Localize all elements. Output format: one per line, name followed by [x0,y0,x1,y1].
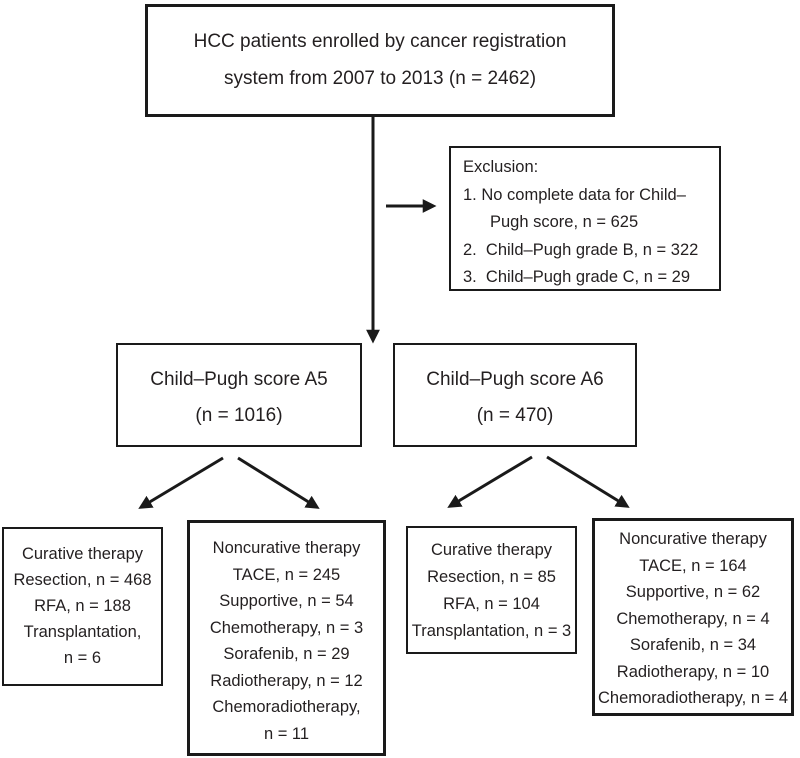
noncurative-a5-item: Radiotherapy, n = 12 [210,671,363,690]
enrollment-line: system from 2007 to 2013 (n = 2462) [223,68,537,90]
curative-a6-title: Curative therapy [430,541,553,559]
curative-a6-item: Resection, n = 85 [427,568,556,586]
curative-a5-item: Transplantation, [23,623,142,641]
curative-a5-item: Resection, n = 468 [13,571,152,589]
exclusion-item: 1. No complete data for Child– [463,185,686,204]
exclusion-item: 2. Child–Pugh grade B, n = 322 [463,240,699,259]
noncurative-a6-item: Chemotherapy, n = 4 [616,609,770,628]
exclusion-title: Exclusion: [463,158,539,176]
curative-a5-box: Curative therapy Resection, n = 468 RFA,… [2,527,163,686]
arrow-a6-to-noncurative [546,455,630,508]
curative-a6-box: Curative therapy Resection, n = 85 RFA, … [406,526,577,654]
child-pugh-a6-label: Child–Pugh score A6 [426,369,604,390]
arrow-a5-to-curative [138,456,224,509]
exclusion-item-continuation: Pugh score, n = 625 [490,213,639,231]
noncurative-a5-item: Chemoradiotherapy, [212,698,361,716]
curative-a6-item: Transplantation, n = 3 [411,622,572,640]
noncurative-a5-item: TACE, n = 245 [232,565,341,584]
child-pugh-a6-count: (n = 470) [476,405,554,426]
noncurative-a6-title: Noncurative therapy [619,530,767,548]
child-pugh-a6-box: Child–Pugh score A6 (n = 470) [393,343,637,447]
exclusion-item: 3. Child–Pugh grade C, n = 29 [463,268,691,286]
noncurative-a6-item: Chemoradiotherapy, n = 4 [597,689,789,707]
child-pugh-a5-count: (n = 1016) [195,405,283,426]
noncurative-a6-item: Supportive, n = 62 [625,583,761,601]
enrollment-box: HCC patients enrolled by cancer registra… [145,4,615,117]
noncurative-a5-item: Chemotherapy, n = 3 [209,618,364,637]
noncurative-a6-item: Radiotherapy, n = 10 [616,662,770,681]
noncurative-a6-box: Noncurative therapy TACE, n = 164 Suppor… [592,518,794,716]
noncurative-a5-item: n = 11 [263,724,310,743]
curative-a5-title: Curative therapy [21,545,144,563]
child-pugh-a5-box: Child–Pugh score A5 (n = 1016) [116,343,362,447]
exclusion-box: Exclusion: 1. No complete data for Child… [449,146,721,291]
curative-a5-item: n = 6 [63,649,102,667]
noncurative-a5-item: Supportive, n = 54 [219,592,354,610]
curative-a6-item: RFA, n = 104 [443,595,540,613]
arrow-a5-to-noncurative [237,456,320,509]
noncurative-a5-title: Noncurative therapy [212,539,361,557]
noncurative-a6-item: Sorafenib, n = 34 [629,636,757,654]
enrollment-line: HCC patients enrolled by cancer registra… [193,30,567,52]
noncurative-a5-item: Sorafenib, n = 29 [223,645,350,663]
noncurative-a5-box: Noncurative therapy TACE, n = 245 Suppor… [187,520,386,756]
noncurative-a6-item: TACE, n = 164 [639,556,747,575]
arrow-a6-to-curative [447,455,533,508]
child-pugh-a5-label: Child–Pugh score A5 [150,369,328,390]
curative-a5-item: RFA, n = 188 [34,597,131,615]
